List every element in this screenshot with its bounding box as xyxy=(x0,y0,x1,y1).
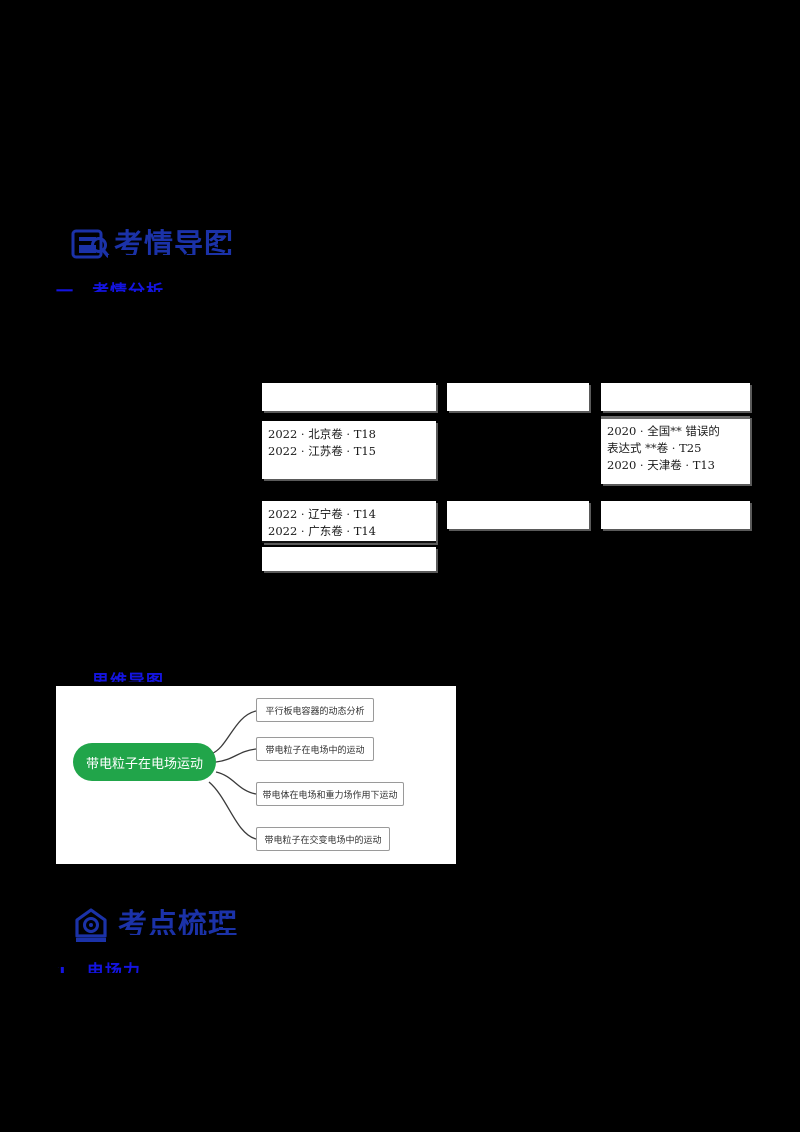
mindmap-branch-label: 带电粒子在交变电场中的运动 xyxy=(264,835,382,846)
mindmap-branch-node: 带电粒子在电场中的运动 xyxy=(256,737,374,761)
table-cell-line: 2020 · 天津卷 · T13 xyxy=(607,458,716,472)
subheading-clip-mask-secondary xyxy=(52,666,90,678)
table-row: 2020 · 全国** 错误的 表达式 **卷 · T25 2020 · 天津卷… xyxy=(601,416,750,484)
mindmap-branch-node: 平行板电容器的动态分析 xyxy=(256,698,374,722)
mindmap-branch-label: 平行板电容器的动态分析 xyxy=(265,706,365,717)
table-row xyxy=(262,547,436,571)
mindmap-diagram: 带电粒子在电场运动 平行板电容器的动态分析 带电粒子在电场中的运动 带电体在电场… xyxy=(56,686,456,864)
section-banner-key-points: 考点梳理 xyxy=(68,905,488,965)
table-row: 2022 · 北京卷 · T18 2022 · 江苏卷 · T15 xyxy=(262,421,436,479)
title-clip-mask-secondary xyxy=(218,241,232,249)
subheading-clip-mask xyxy=(52,292,212,310)
mindmap-center-node: 带电粒子在电场运动 xyxy=(73,743,216,781)
table-cell-line: 2020 · 全国** 错误的 xyxy=(607,424,720,438)
title-clip-mask xyxy=(112,935,442,965)
table-header-cell xyxy=(262,383,436,411)
section-banner-exam-overview: 考情导图 xyxy=(68,225,428,281)
subheading-clip-mask xyxy=(52,973,202,991)
subheading-clip-mask-secondary xyxy=(52,276,90,288)
mindmap-branch-label: 带电粒子在电场中的运动 xyxy=(265,745,365,756)
title-clip-mask xyxy=(108,255,428,281)
table-row xyxy=(447,501,589,529)
table-header-cell xyxy=(447,383,589,411)
document-search-icon xyxy=(70,228,110,260)
table-cell-line: 2022 · 辽宁卷 · T14 xyxy=(268,507,377,521)
mindmap-branch-label: 带电体在电场和重力场作用下运动 xyxy=(262,790,398,801)
table-cell-line: 2022 · 广东卷 · T14 xyxy=(268,524,377,538)
subheading-clip-mask-secondary xyxy=(52,956,80,967)
mindmap-connectors xyxy=(208,710,257,840)
mindmap-branch-node: 带电体在电场和重力场作用下运动 xyxy=(256,782,404,806)
table-cell-line: 2022 · 北京卷 · T18 xyxy=(268,427,377,441)
table-row: 2022 · 辽宁卷 · T14 2022 · 广东卷 · T14 xyxy=(262,501,436,543)
table-cell-line: 2022 · 江苏卷 · T15 xyxy=(268,444,377,458)
mindmap-branch-node: 带电粒子在交变电场中的运动 xyxy=(256,827,390,851)
table-cell-line: 表达式 **卷 · T25 xyxy=(607,441,702,455)
title-clip-mask-secondary xyxy=(223,919,239,928)
table-row xyxy=(601,501,750,529)
mindmap-center-label: 带电粒子在电场运动 xyxy=(85,756,203,772)
table-row xyxy=(447,421,589,430)
badge-house-icon xyxy=(72,907,110,945)
table-header-cell xyxy=(601,383,750,411)
